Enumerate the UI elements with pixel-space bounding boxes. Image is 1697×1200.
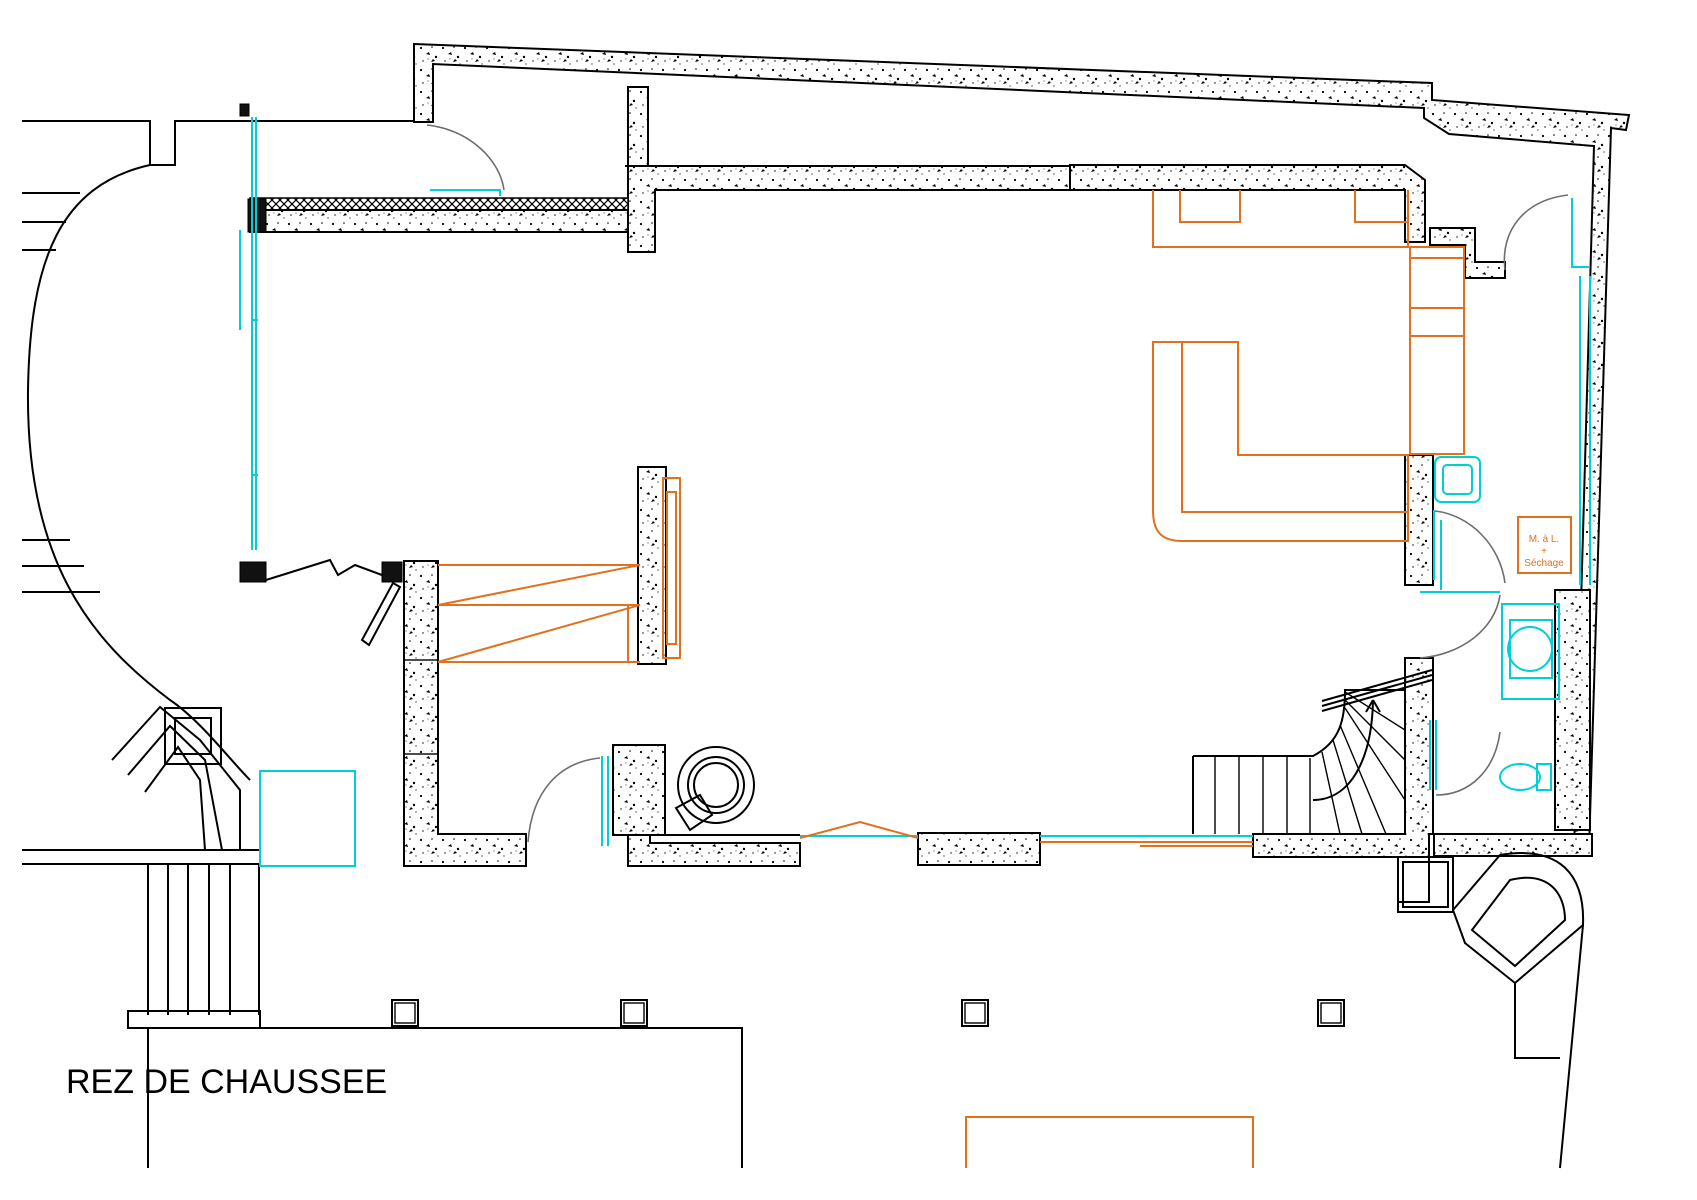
floor-title: REZ DE CHAUSSEE [66,1063,388,1101]
laundry-label-line2: + [1541,546,1547,557]
furniture: M. à L. + Séchage [437,190,1572,1168]
laundry-label-line1: M. à L. [1529,534,1560,545]
exterior-terrace [22,120,743,1168]
openings [239,117,1591,846]
exterior-right [1397,852,1585,1169]
columns [391,999,1345,1027]
stove [665,746,800,836]
door-swings [265,124,1569,843]
staircase [1192,669,1433,835]
laundry-label-line3: Séchage [1524,558,1564,569]
building-walls [239,42,1631,867]
